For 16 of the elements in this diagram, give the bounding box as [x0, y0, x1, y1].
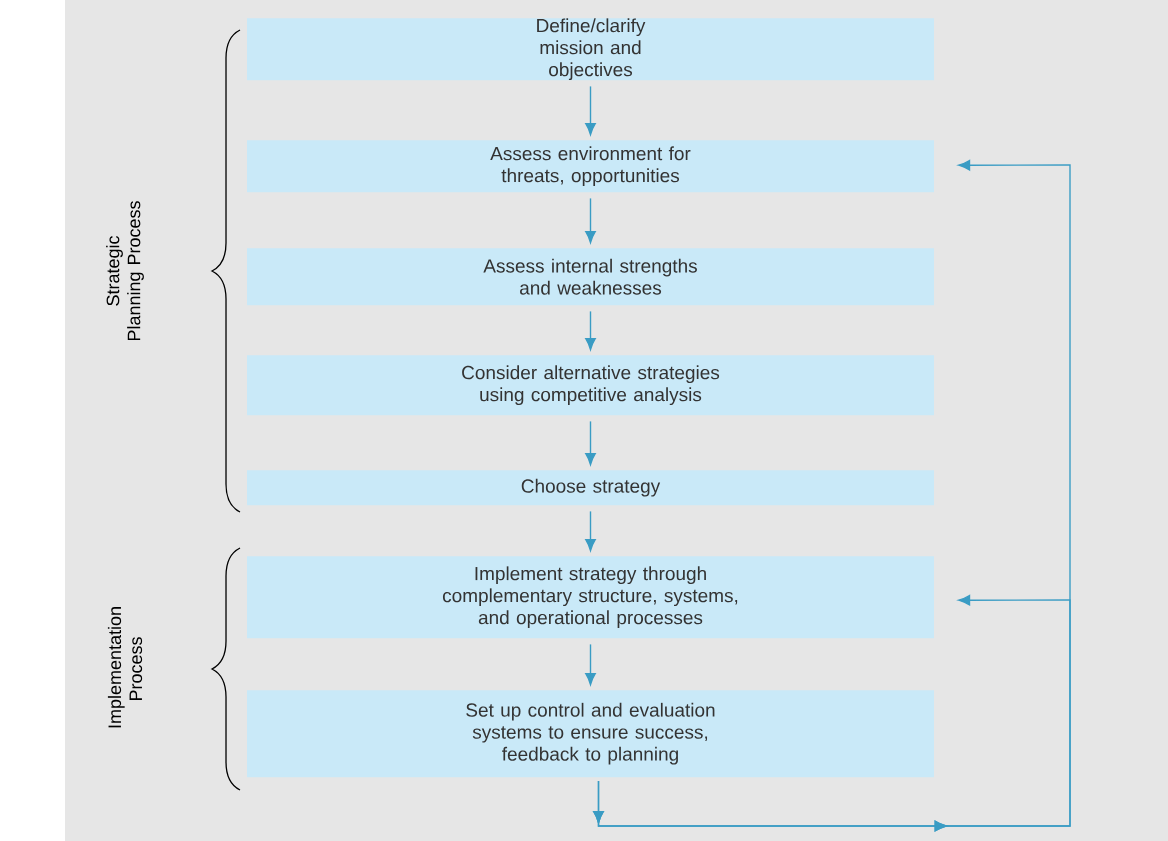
arrow: [585, 420, 596, 466]
arrow: [585, 510, 596, 552]
process-box: Set up control and evaluation systems to ensure success, feedback to planning: [247, 690, 934, 778]
process-box: Consider alternative strategies using competitive analysis: [247, 355, 934, 416]
arrow: [585, 197, 596, 244]
process-box: Assess internal strengths and weaknesses: [247, 248, 934, 306]
arrow: [585, 85, 596, 136]
process-box: Assess environment for threats, opportunities: [247, 140, 934, 193]
process-box: Choose strategy: [247, 470, 934, 506]
bracket-label: Implementation Process: [107, 607, 143, 728]
bracket-label: Strategic Planning Process: [106, 201, 144, 341]
arrow: [585, 643, 596, 686]
arrow: [585, 310, 596, 351]
process-box: Implement strategy through complementary structure, systems, and operational processes: [247, 556, 934, 639]
arrow: [593, 594, 1071, 832]
process-box: Define/clarify mission and objectives: [247, 18, 934, 81]
